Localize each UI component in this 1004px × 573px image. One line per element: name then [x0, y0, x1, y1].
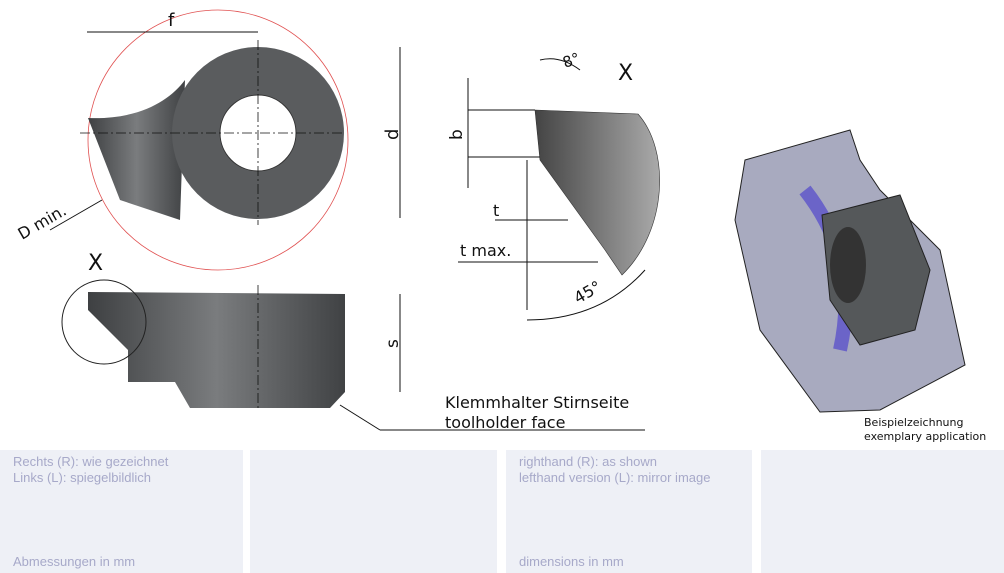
- label-x-top: X: [618, 61, 633, 86]
- en-units: dimensions in mm: [519, 554, 624, 569]
- de-units: Abmessungen in mm: [13, 554, 136, 569]
- footer-panel-de: Rechts (R): wie gezeichnet Links (L): sp…: [0, 450, 243, 573]
- label-f: f: [168, 10, 175, 31]
- insert-top-view: [49, 9, 401, 271]
- en-line2: lefthand version (L): mirror image: [519, 470, 711, 485]
- de-line1: Rechts (R): wie gezeichnet: [13, 454, 169, 469]
- label-toolholder-en: toolholder face: [445, 413, 565, 432]
- label-toolholder-de: Klemmhalter Stirnseite: [445, 393, 629, 412]
- de-line2: Links (L): spiegelbildlich: [13, 470, 152, 485]
- label-x-side: X: [88, 251, 103, 276]
- detail-x-view: [458, 58, 660, 321]
- technical-drawing: f d D min. X s Klemmhalter Stirnseite to…: [15, 9, 986, 443]
- label-angle-8: 8°: [560, 49, 582, 72]
- label-d-min: D min.: [15, 201, 70, 244]
- label-t-max: t max.: [460, 241, 511, 260]
- label-example-en: exemplary application: [864, 430, 986, 443]
- label-d: d: [382, 129, 403, 140]
- label-t: t: [493, 201, 499, 220]
- footer-panel-empty-1: [250, 450, 497, 573]
- label-b: b: [447, 129, 467, 140]
- example-application-illustration: [734, 129, 966, 413]
- label-s: s: [383, 339, 403, 348]
- footer-panel-empty-2: [761, 450, 1004, 573]
- label-angle-45: 45°: [571, 277, 605, 308]
- insert-side-view: [61, 279, 645, 431]
- en-line1: righthand (R): as shown: [519, 454, 658, 469]
- footer-panel-en: righthand (R): as shown lefthand version…: [506, 450, 752, 573]
- label-example-de: Beispielzeichnung: [864, 416, 963, 429]
